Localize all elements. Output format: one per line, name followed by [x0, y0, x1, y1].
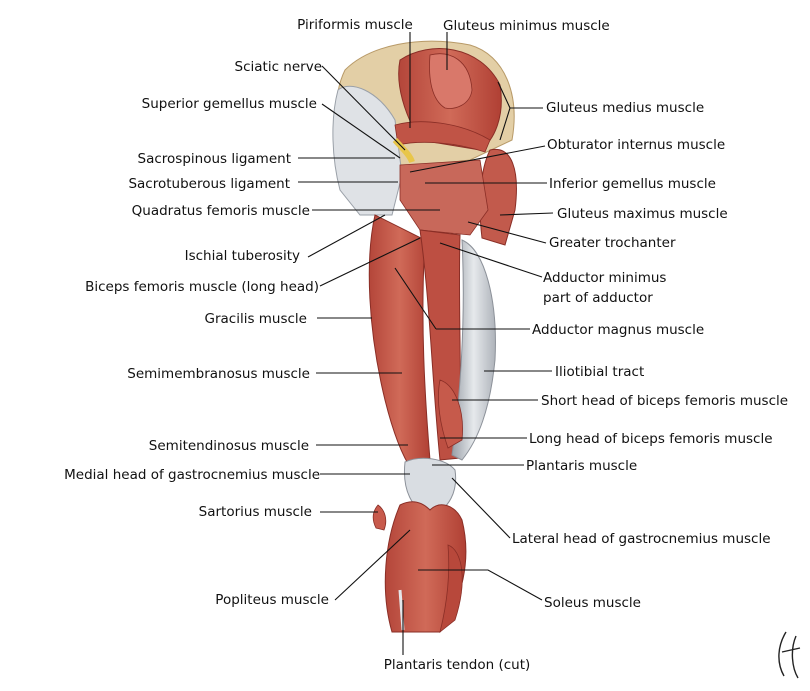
label-short-head-biceps: Short head of biceps femoris muscle: [541, 393, 788, 409]
label-gluteus-medius: Gluteus medius muscle: [546, 100, 704, 116]
label-ischial-tuberosity: Ischial tuberosity: [185, 248, 300, 264]
label-greater-trochanter: Greater trochanter: [549, 235, 676, 251]
label-sciatic-nerve: Sciatic nerve: [235, 59, 322, 75]
label-popliteus: Popliteus muscle: [215, 592, 329, 608]
label-plantaris: Plantaris muscle: [526, 458, 637, 474]
leader-adductor-minimus: [439, 242, 543, 278]
label-iliotibial-tract: Iliotibial tract: [555, 364, 644, 380]
leader-obturator: [409, 145, 546, 173]
gemelli-region: [399, 159, 489, 236]
label-gluteus-maximus: Gluteus maximus muscle: [557, 206, 728, 222]
label-obturator-internus: Obturator internus muscle: [547, 137, 725, 153]
leader-soleus: [418, 569, 543, 601]
popliteal-fossa: [403, 457, 457, 516]
ligament-region: [332, 85, 403, 216]
leader-gluteus-medius: [497, 81, 543, 141]
label-semimembranosus: Semimembranosus muscle: [127, 366, 310, 382]
leg-illustration: [332, 40, 517, 634]
label-plantaris-tendon: Plantaris tendon (cut): [384, 657, 531, 673]
label-long-head-biceps: Long head of biceps femoris muscle: [529, 431, 773, 447]
labels: Piriformis muscle Gluteus minimus muscle…: [64, 17, 788, 673]
leader-superior-gemellus: [321, 103, 401, 159]
medial-thigh-shape: [368, 214, 431, 471]
leader-biceps-long-top: [319, 237, 421, 287]
label-sacrotuberous: Sacrotuberous ligament: [128, 176, 290, 192]
leader-gluteus-maximus: [499, 212, 554, 216]
label-sartorius: Sartorius muscle: [199, 504, 312, 520]
label-semitendinosus: Semitendinosus muscle: [149, 438, 309, 454]
leader-popliteus: [334, 529, 411, 601]
label-piriformis: Piriformis muscle: [297, 17, 413, 33]
leader-ischial: [307, 214, 386, 258]
label-biceps-long-head: Biceps femoris muscle (long head): [85, 279, 319, 295]
leader-sciatic: [321, 65, 406, 151]
label-lateral-gastrocnemius: Lateral head of gastrocnemius muscle: [512, 531, 771, 547]
label-medial-gastrocnemius: Medial head of gastrocnemius muscle: [64, 467, 320, 483]
label-sacrospinous: Sacrospinous ligament: [138, 151, 291, 167]
sartorius-shape: [372, 504, 387, 531]
leader-adductor-magnus: [394, 267, 530, 330]
label-soleus: Soleus muscle: [544, 595, 641, 611]
leader-greater-trochanter: [467, 221, 547, 244]
label-adductor-magnus: Adductor magnus muscle: [532, 322, 704, 338]
gluteus-minimus-shape: [429, 53, 473, 109]
label-superior-gemellus: Superior gemellus muscle: [142, 96, 317, 112]
label-inferior-gemellus: Inferior gemellus muscle: [549, 176, 716, 192]
label-gracilis: Gracilis muscle: [204, 311, 307, 327]
label-quadratus-femoris: Quadratus femoris muscle: [132, 203, 310, 219]
leader-lines: [298, 32, 554, 655]
leader-lateral-gastrocnemius: [451, 477, 511, 539]
label-adductor-minimus-line1: Adductor minimus: [543, 270, 666, 286]
label-gluteus-minimus: Gluteus minimus muscle: [443, 18, 610, 34]
short-head-biceps-shape: [438, 379, 463, 449]
piriformis-shape: [394, 121, 491, 153]
artist-signature: [778, 631, 801, 679]
label-adductor-minimus-line2: part of adductor: [543, 290, 653, 306]
